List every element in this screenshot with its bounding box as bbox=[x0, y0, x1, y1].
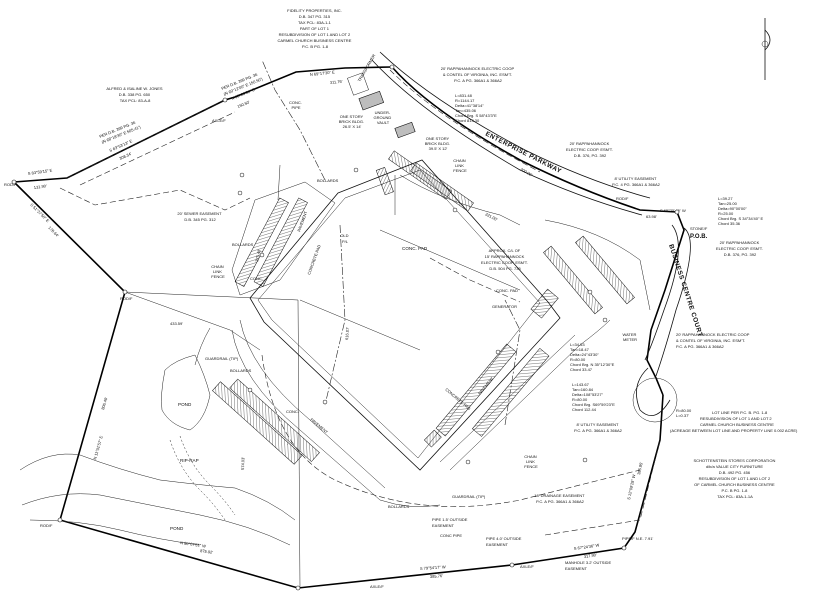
bearing-6: S 79°54'17" W bbox=[420, 564, 446, 571]
stone-pob-label: STONE/F P.O.B. bbox=[690, 226, 708, 240]
pond-label: POND bbox=[178, 402, 192, 407]
bearing-11: S 65°25'40" W bbox=[660, 208, 686, 213]
bearing-5: N 80°07'51" W bbox=[180, 540, 207, 549]
distance-7: 317.90' bbox=[583, 552, 597, 559]
distance-11: 63.98' bbox=[646, 214, 657, 219]
label-conc-pad: CONC. PAD bbox=[402, 246, 428, 251]
bearing-1: S 83°59'15" E bbox=[27, 168, 52, 176]
pavement-label-2: PAVEMENT bbox=[309, 417, 329, 435]
conc-pipe-2-label: CONC PIPE bbox=[440, 533, 462, 538]
curve-r80-label: R=80.00 L=0.37' bbox=[676, 408, 692, 418]
dimension-2: 433.59' bbox=[170, 321, 183, 326]
rappahannock-coop-top-label: 20' RAPPAHANNOCK ELECTRIC COOP & CONTEL … bbox=[441, 66, 515, 83]
parking-top-right bbox=[543, 219, 651, 315]
easements bbox=[59, 59, 661, 589]
rappahannock-20-right-label: 20' RAPPAHANNOCK ELECTRIC COOP. ESM'T. D… bbox=[716, 240, 764, 257]
chain-link-fence-right: CHAIN LINK FENCE bbox=[524, 454, 538, 469]
conc-pipe-label: CONC. PIPE bbox=[289, 100, 303, 110]
dimension-1: 574.03' bbox=[240, 457, 245, 470]
curve-data-mid-1: L=34.53 Tan=18.47 Delta=24°43'30" R=80.0… bbox=[570, 342, 615, 372]
parking-right bbox=[435, 319, 611, 471]
distance-5: 875.92' bbox=[200, 548, 214, 555]
dimension-6: 221.00' bbox=[485, 211, 499, 222]
bearing-8: S 12°09'28" W bbox=[626, 474, 636, 500]
main-building: CONC. PAD bbox=[249, 159, 561, 471]
bollards-label-3: BOLLARDS bbox=[230, 368, 252, 373]
approx-cl-label: APPROX. C/L OF 15' RAPPAHANNOCK ELECTRIC… bbox=[481, 248, 529, 271]
guardrail-tip-label-1: GUARDRAIL (TIP) bbox=[205, 356, 239, 361]
distance-8: 385.85' bbox=[636, 461, 644, 475]
chain-link-fence-top: CHAIN LINK FENCE bbox=[453, 158, 467, 173]
monuments bbox=[11, 64, 680, 591]
drainage-easement-label: 18' DRAINAGE EASEMENT P.C. A PG. 366A1 &… bbox=[534, 493, 585, 504]
business-centre-court: BUSINESS CENTRE COURT bbox=[636, 224, 704, 417]
conc-label-1: CONC. bbox=[250, 276, 263, 281]
bearing-10: S 51°27'50" E bbox=[29, 202, 50, 223]
rod-f-label-3: ROD/F bbox=[40, 523, 53, 528]
bollards-label-4: BOLLARDS bbox=[388, 504, 410, 509]
north-arrow-icon bbox=[761, 18, 771, 80]
dimension-3: 616.07' bbox=[344, 326, 350, 340]
sewer-easement-label: 20' SEWER EASEMENT D.B. 345 PG. 312 bbox=[177, 211, 222, 222]
distance-3: 150.50' bbox=[237, 99, 251, 109]
lot-line-label: LOT LINE PER P.C. B. PG. 1-8 RESUBDIVISI… bbox=[670, 410, 798, 433]
bearing-4: N 69°17'30" E bbox=[310, 69, 336, 77]
curve-data-top: L=831.48 R=1144.17 Delta=41°38'14" Tan=4… bbox=[455, 93, 498, 123]
water-meter-label: WATER METER bbox=[622, 332, 637, 342]
axle-f-label-2: AXLE/F bbox=[370, 584, 384, 589]
bearing-7: S 67°24'36" W bbox=[573, 542, 599, 551]
dimension-4: 200.00' bbox=[520, 167, 534, 178]
per-db-left-label: PER D.B. 399 PG. 36 (N 68°18'30" E 505.4… bbox=[99, 118, 142, 144]
rod-f-label-1: ROD/F bbox=[4, 182, 17, 187]
axle-f-label-3: AXLE/F bbox=[520, 564, 534, 569]
distance-4: 311.76' bbox=[330, 79, 343, 85]
rod-f-label-2: ROD/F bbox=[120, 296, 133, 301]
parking-top bbox=[388, 150, 521, 226]
distance-10: 178.64' bbox=[47, 225, 60, 238]
bollards-label-2: BOLLARDS bbox=[232, 242, 254, 247]
jones-label: ALFRED & ISALINE W. JONES D.B. 338 PG. 6… bbox=[106, 86, 163, 103]
label-blocks: FIDELITY PROPERTIES, INC. D.B. 347 PG. 3… bbox=[4, 8, 798, 589]
underground-vault-label: UNDER- GROUND VAULT bbox=[374, 110, 393, 125]
court-bulb bbox=[632, 377, 678, 423]
distance-2: 308.34' bbox=[118, 151, 132, 161]
axle-f-label-1: AXLE/F bbox=[212, 118, 226, 123]
pipe-f-ne-label: PIPE/F N.E. 7.91' bbox=[622, 536, 653, 541]
manhole-label: MANHOLE 3.2' OUTSIDE EASEMENT bbox=[565, 560, 612, 571]
conc-pad-label-right: CONC. PAD bbox=[496, 288, 518, 293]
guardrail-tip-label-2: GUARDRAIL (TIP) bbox=[452, 494, 486, 499]
curve-data-mid-2: L=143.67 Tan=160.84 Delta=108°53'27" R=8… bbox=[572, 382, 616, 412]
rappahannock-coop-right-label: 20' RAPPAHANNOCK ELECTRIC COOP & CONTEL … bbox=[676, 332, 750, 349]
concrete-pad-label-1: CONCRETE PAD bbox=[306, 244, 322, 275]
rod-f-label-4: ROD/F bbox=[616, 196, 629, 201]
bollards-label-1: BOLLARDS bbox=[317, 178, 339, 183]
fidelity-properties-label: FIDELITY PROPERTIES, INC. D.B. 347 PG. 3… bbox=[278, 8, 353, 49]
utility-easement-mid-label: 8' UTILITY EASEMENT P.C. A PG. 366A1 & 3… bbox=[574, 422, 623, 433]
small-buildings bbox=[347, 72, 416, 139]
generator-label: GENERATOR bbox=[492, 304, 517, 309]
small-building-label-2: ONE STORY BRICK BLDG. 39.5' X 12' bbox=[425, 136, 451, 151]
parking-bottom-left bbox=[212, 319, 441, 507]
pond-label-2: POND bbox=[170, 526, 184, 531]
utility-easement-top-label: 8' UTILITY EASEMENT P.C. 4 PG. 366A1 & 3… bbox=[612, 176, 661, 187]
chain-link-fence-left: CHAIN LINK FENCE bbox=[211, 264, 225, 279]
parking-left bbox=[231, 181, 336, 296]
business-centre-court-label: BUSINESS CENTRE COURT bbox=[667, 243, 704, 338]
conc-label-2: CONC. bbox=[286, 409, 299, 414]
curve-data-right: L=39.27 Tan=25.00 Delta=90°00'00" R=25.0… bbox=[718, 196, 764, 226]
distance-9: 806.40' bbox=[100, 396, 108, 410]
rip-rap-label: RIP-RAP bbox=[180, 458, 199, 463]
bearing-9: N 11°01'57" E bbox=[92, 435, 104, 460]
dimension-5: 375.48' bbox=[254, 248, 262, 262]
pipe-outside-label: PIPE 1.5' OUTSIDE EASEMENT bbox=[432, 517, 469, 528]
rappahannock-20-top-label: 20' RAPPAHANNOCK ELECTRIC COOP. ESM'T. D… bbox=[566, 141, 614, 158]
small-building-label: ONE STORY BRICK BLDG. 26.5' X 14' bbox=[339, 114, 365, 129]
pipe-outside-label-2: PIPE 4.0' OUTSIDE EASEMENT bbox=[486, 536, 523, 547]
old-pl-label: OLD P/L bbox=[340, 233, 349, 244]
distance-1: 131.90' bbox=[33, 183, 47, 190]
schottenstein-label: SCHOTTENSTEIN STORES CORPORATION d/b/a V… bbox=[694, 458, 777, 499]
distance-6: 385.76' bbox=[430, 573, 444, 579]
